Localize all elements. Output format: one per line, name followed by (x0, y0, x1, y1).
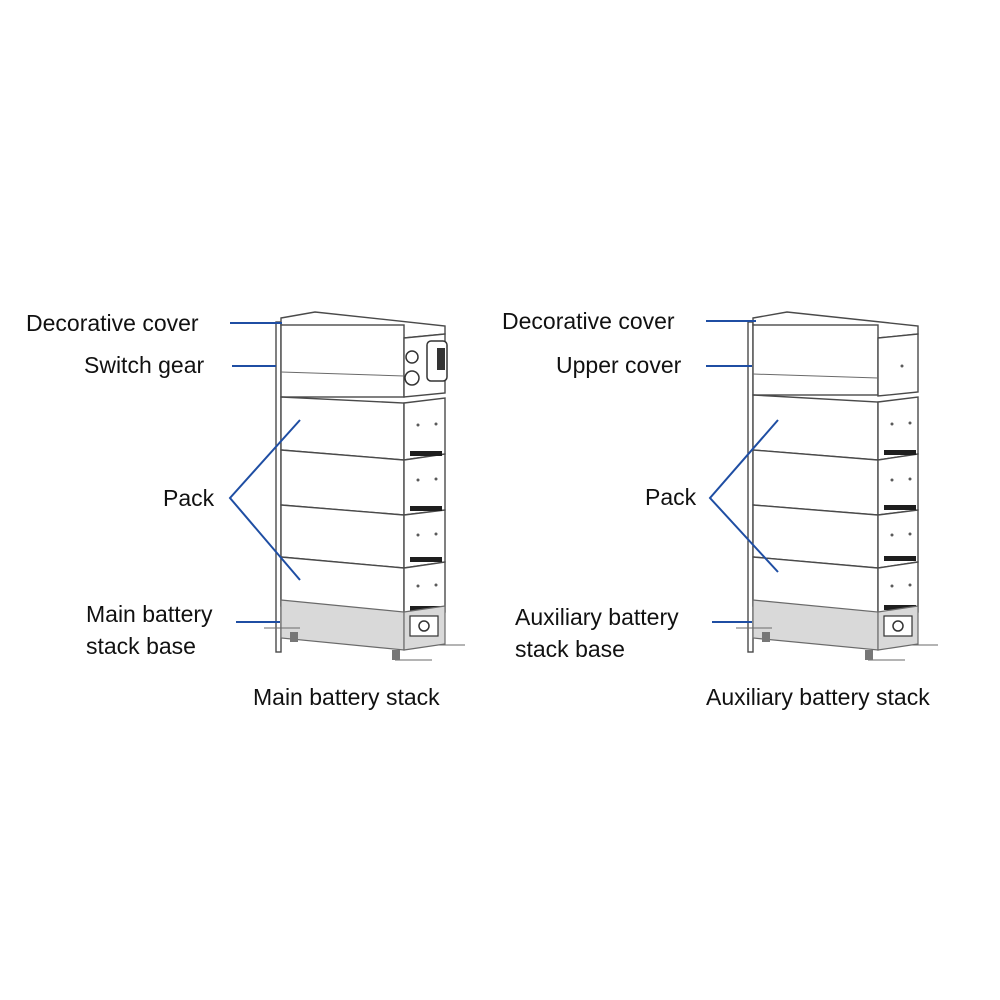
aux-pack-slot-1 (884, 450, 916, 455)
main-dot-4 (434, 477, 438, 481)
main-dot-1 (416, 423, 420, 427)
main-dot-7 (416, 584, 420, 588)
main-label-decorative-cover: Decorative cover (26, 310, 199, 336)
aux-dot-3 (890, 478, 894, 482)
aux-dot-4 (908, 477, 912, 481)
aux-pack-slot-4 (884, 605, 916, 610)
aux-pack-2 (752, 449, 879, 516)
aux-foot-left (762, 632, 770, 642)
main-battery-stack: Decorative cover Switch gear Pack Main b… (26, 310, 465, 710)
main-label-pack: Pack (163, 485, 215, 511)
aux-upper-cover-seam (752, 373, 879, 379)
aux-dot-6 (908, 532, 912, 536)
aux-label-base-line2: stack base (515, 636, 625, 662)
main-dot-5 (416, 533, 420, 537)
main-pack-2-side (403, 453, 446, 516)
aux-stack-caption: Auxiliary battery stack (706, 684, 930, 710)
main-side-strip (275, 321, 282, 653)
main-base-connector-ring (418, 620, 430, 632)
main-dot-2 (434, 422, 438, 426)
aux-label-pack: Pack (645, 484, 697, 510)
main-pack-2 (280, 449, 405, 516)
main-base-connector (409, 615, 439, 637)
aux-base-connector (883, 615, 913, 637)
aux-upper-cover-side (877, 333, 919, 397)
main-stack-caption: Main battery stack (253, 684, 440, 710)
aux-dot-7 (890, 584, 894, 588)
aux-pack-slot-2 (884, 505, 916, 510)
aux-label-decorative-cover: Decorative cover (502, 308, 675, 334)
main-foot-left (290, 632, 298, 642)
main-switch-gear-seam (280, 371, 405, 377)
main-pack-slot-1 (410, 451, 442, 456)
aux-side-strip (747, 321, 754, 653)
main-switch-handle-grip (437, 348, 445, 370)
main-label-base-line1: Main battery (86, 601, 213, 627)
main-switch-gear-box (280, 324, 405, 398)
main-dot-6 (434, 532, 438, 536)
aux-label-upper-cover: Upper cover (556, 352, 682, 378)
aux-dot-2 (908, 421, 912, 425)
main-switch-knob-top (405, 350, 419, 364)
aux-base-connector-ring (892, 620, 904, 632)
aux-foot-mid (865, 650, 873, 660)
auxiliary-battery-stack: Decorative cover Upper cover Pack Auxili… (502, 308, 938, 710)
aux-dot-1 (890, 422, 894, 426)
main-dot-3 (416, 478, 420, 482)
main-pack-1-side (403, 397, 446, 461)
main-foot-mid (392, 650, 400, 660)
aux-upper-cover-box (752, 324, 879, 396)
main-leader-pack (228, 419, 301, 581)
main-dot-8 (434, 583, 438, 587)
aux-pack-slot-3 (884, 556, 916, 561)
main-label-base-line2: stack base (86, 633, 196, 659)
main-label-switch-gear: Switch gear (84, 352, 205, 378)
main-pack-slot-3 (410, 557, 442, 562)
aux-leader-pack (708, 419, 779, 573)
aux-upper-dot (900, 364, 904, 368)
aux-label-base-line1: Auxiliary battery (515, 604, 679, 630)
main-switch-knob-bottom (404, 370, 420, 386)
aux-dot-8 (908, 583, 912, 587)
aux-dot-5 (890, 533, 894, 537)
main-pack-1 (280, 396, 405, 461)
main-pack-slot-2 (410, 506, 442, 511)
